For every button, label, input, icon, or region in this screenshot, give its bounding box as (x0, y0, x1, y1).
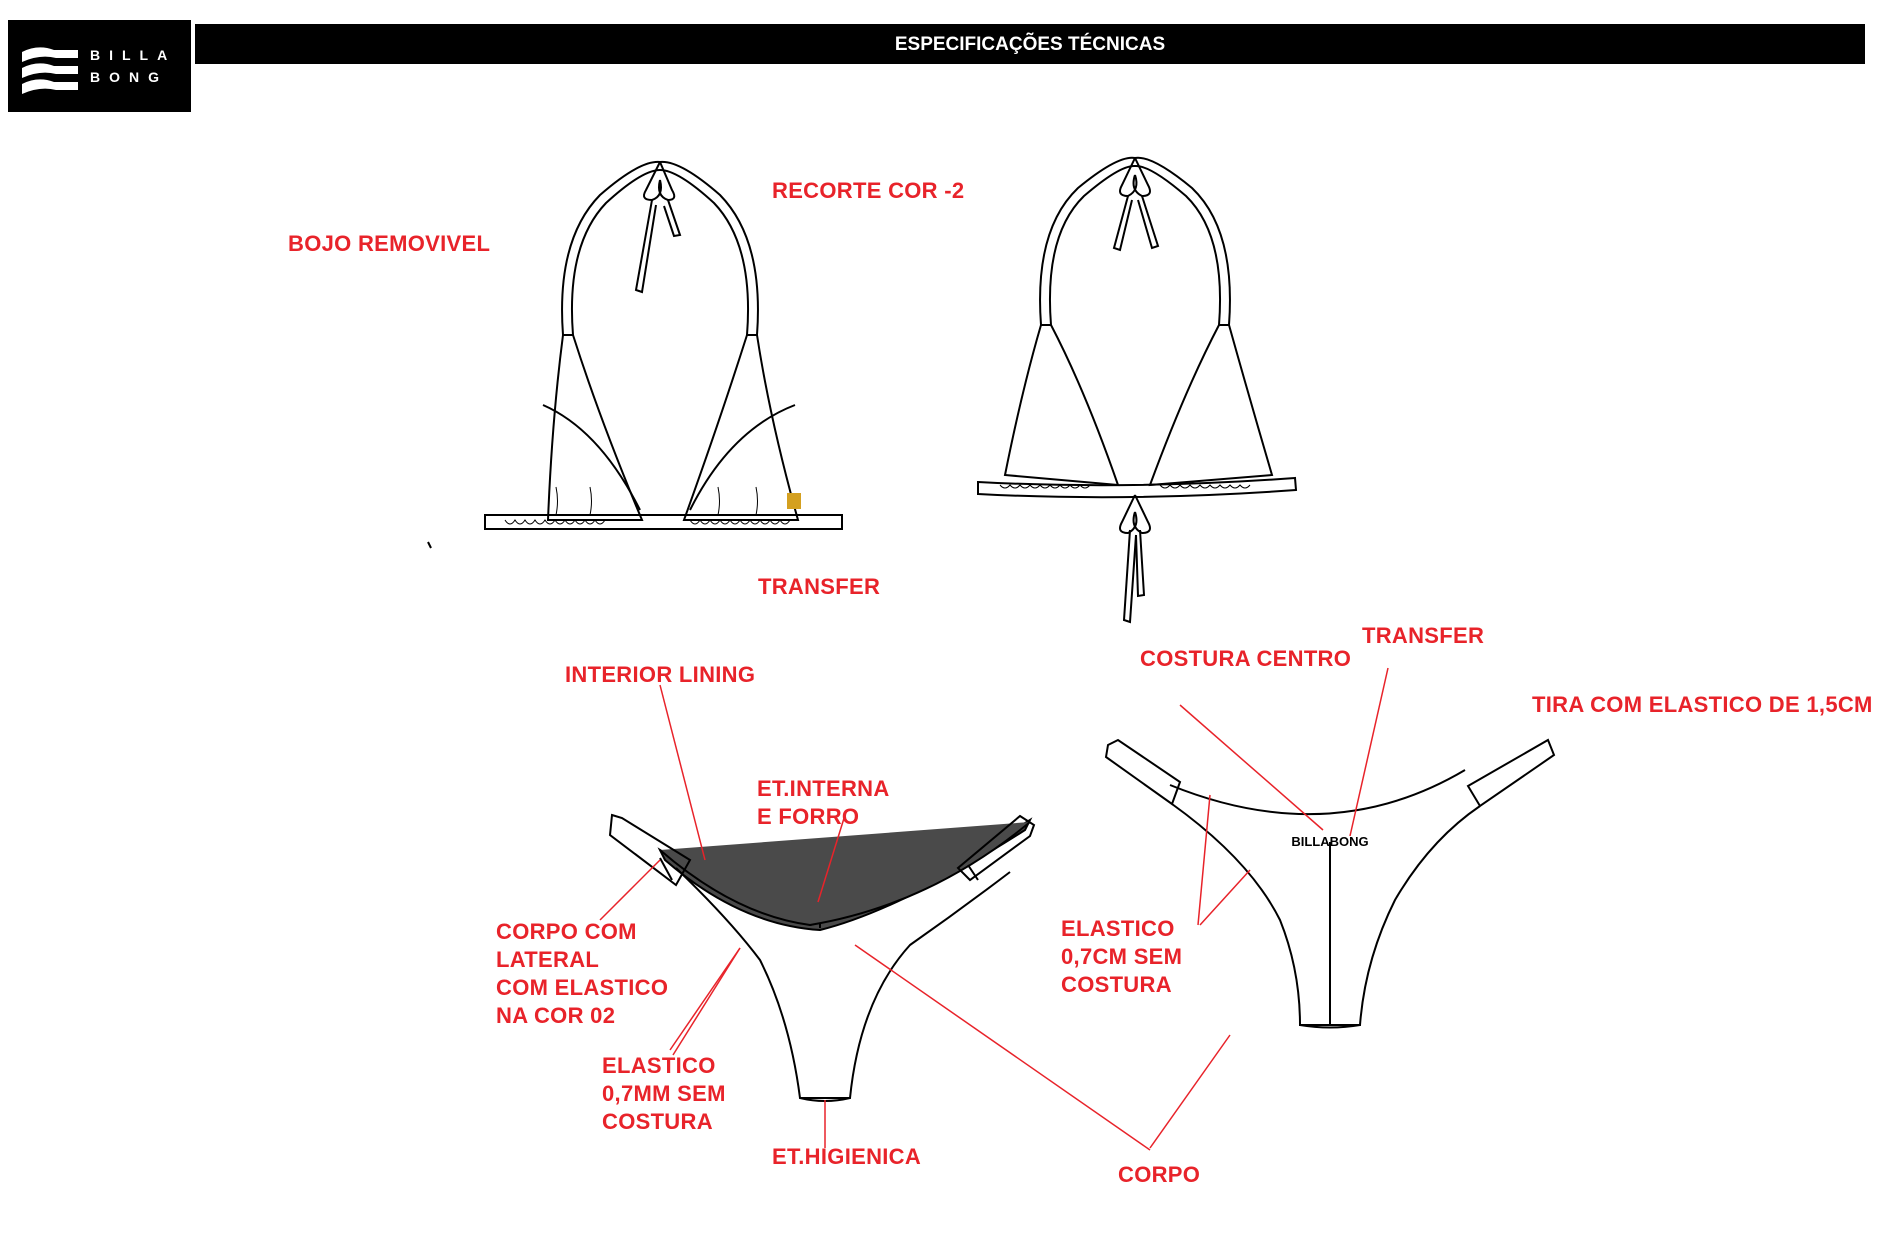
label-et-interna-2: E FORRO (757, 804, 860, 829)
brand-wordmark: BILLA BONG (90, 44, 190, 88)
label-costura-centro: COSTURA CENTRO (1140, 646, 1352, 671)
label-et-higienica: ET.HIGIENICA (772, 1144, 922, 1169)
annotation-leaders (599, 667, 1389, 1151)
label-corpo-lateral-3: COM ELASTICO (496, 975, 669, 1000)
wave-logo-icon (22, 47, 78, 94)
label-transfer-top: TRANSFER (758, 574, 881, 599)
bikini-bottom-back (1104, 738, 1556, 1029)
label-corpo: CORPO (1118, 1162, 1201, 1187)
brand-logo: BILLA BONG (8, 20, 191, 112)
label-bojo-removivel: BOJO REMOVIVEL (288, 231, 491, 256)
label-elastico-front-2: 0,7MM SEM (602, 1081, 726, 1106)
label-corpo-lateral-2: LATERAL (496, 947, 600, 972)
brand-line-2: BONG (90, 69, 168, 85)
bikini-bottom-front (608, 813, 1036, 1102)
bikini-top-front (484, 160, 843, 530)
label-corpo-lateral-1: CORPO COM (496, 919, 637, 944)
bikini-top-back (977, 156, 1298, 624)
label-corpo-lateral-4: NA COR 02 (496, 1003, 616, 1028)
brand-line-1: BILLA (90, 47, 177, 63)
label-elastico-back-2: 0,7CM SEM (1061, 944, 1183, 969)
label-recorte-cor: RECORTE COR -2 (772, 178, 965, 203)
transfer-print-text: BILLABONG (1291, 834, 1368, 849)
label-tira-elastico: TIRA COM ELASTICO DE 1,5CM (1532, 692, 1873, 717)
label-interior-lining: INTERIOR LINING (565, 662, 756, 687)
label-elastico-back-3: COSTURA (1061, 972, 1172, 997)
page-title: ESPECIFICAÇÕES TÉCNICAS (195, 24, 1865, 64)
label-elastico-front-1: ELASTICO (602, 1053, 716, 1078)
label-transfer-back: TRANSFER (1362, 623, 1485, 648)
label-elastico-front-3: COSTURA (602, 1109, 713, 1134)
label-elastico-back-1: ELASTICO (1061, 916, 1175, 941)
transfer-logo-icon (787, 493, 801, 509)
label-et-interna-1: ET.INTERNA (757, 776, 890, 801)
